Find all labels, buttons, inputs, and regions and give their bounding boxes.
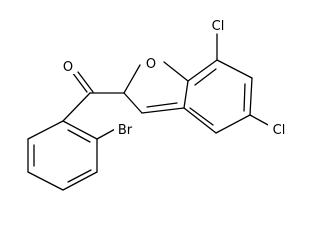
bond — [27, 120, 64, 140]
atom-chlorine-top: Cl — [208, 17, 228, 34]
bond — [163, 61, 189, 82]
double-bond-inner — [67, 169, 92, 183]
chlorine-top-label: Cl — [212, 19, 225, 34]
bond — [77, 71, 94, 93]
carbonyl-oxygen-label: O — [63, 60, 73, 75]
double-bond-inner — [146, 102, 178, 108]
bond — [71, 71, 88, 93]
bond — [183, 107, 217, 134]
double-bond-inner — [67, 129, 91, 143]
bond — [183, 80, 189, 109]
atom-ring-oxygen: O — [143, 55, 159, 72]
double-bond-inner — [243, 83, 246, 112]
bond — [62, 171, 98, 191]
ring-oxygen-label: O — [146, 57, 156, 72]
bromophenyl-ring — [27, 120, 98, 191]
bond — [27, 171, 64, 191]
bond — [62, 120, 98, 140]
double-bond-inner — [194, 68, 217, 86]
atom-bromine: Br — [114, 121, 136, 138]
bond — [123, 92, 143, 114]
bond — [123, 64, 141, 94]
chlorine-bond-bottom — [249, 114, 271, 127]
chlorine-bottom-label: Cl — [273, 123, 286, 138]
bond — [187, 59, 218, 82]
atom-carbonyl-oxygen: O — [61, 58, 75, 75]
furan-ring — [123, 61, 189, 114]
structure-diagram: O O Cl Cl Br — [27, 17, 288, 191]
ketone-group — [62, 71, 125, 122]
bond — [62, 92, 91, 122]
double-bond-inner — [189, 107, 214, 126]
bond — [249, 77, 253, 116]
bond — [141, 107, 185, 114]
bromine-bond — [96, 127, 118, 140]
bond — [216, 59, 253, 79]
fused-benzene-ring — [183, 59, 253, 134]
atom-chlorine-bottom: Cl — [268, 121, 288, 138]
bromine-label: Br — [118, 123, 133, 138]
bond — [215, 114, 251, 134]
